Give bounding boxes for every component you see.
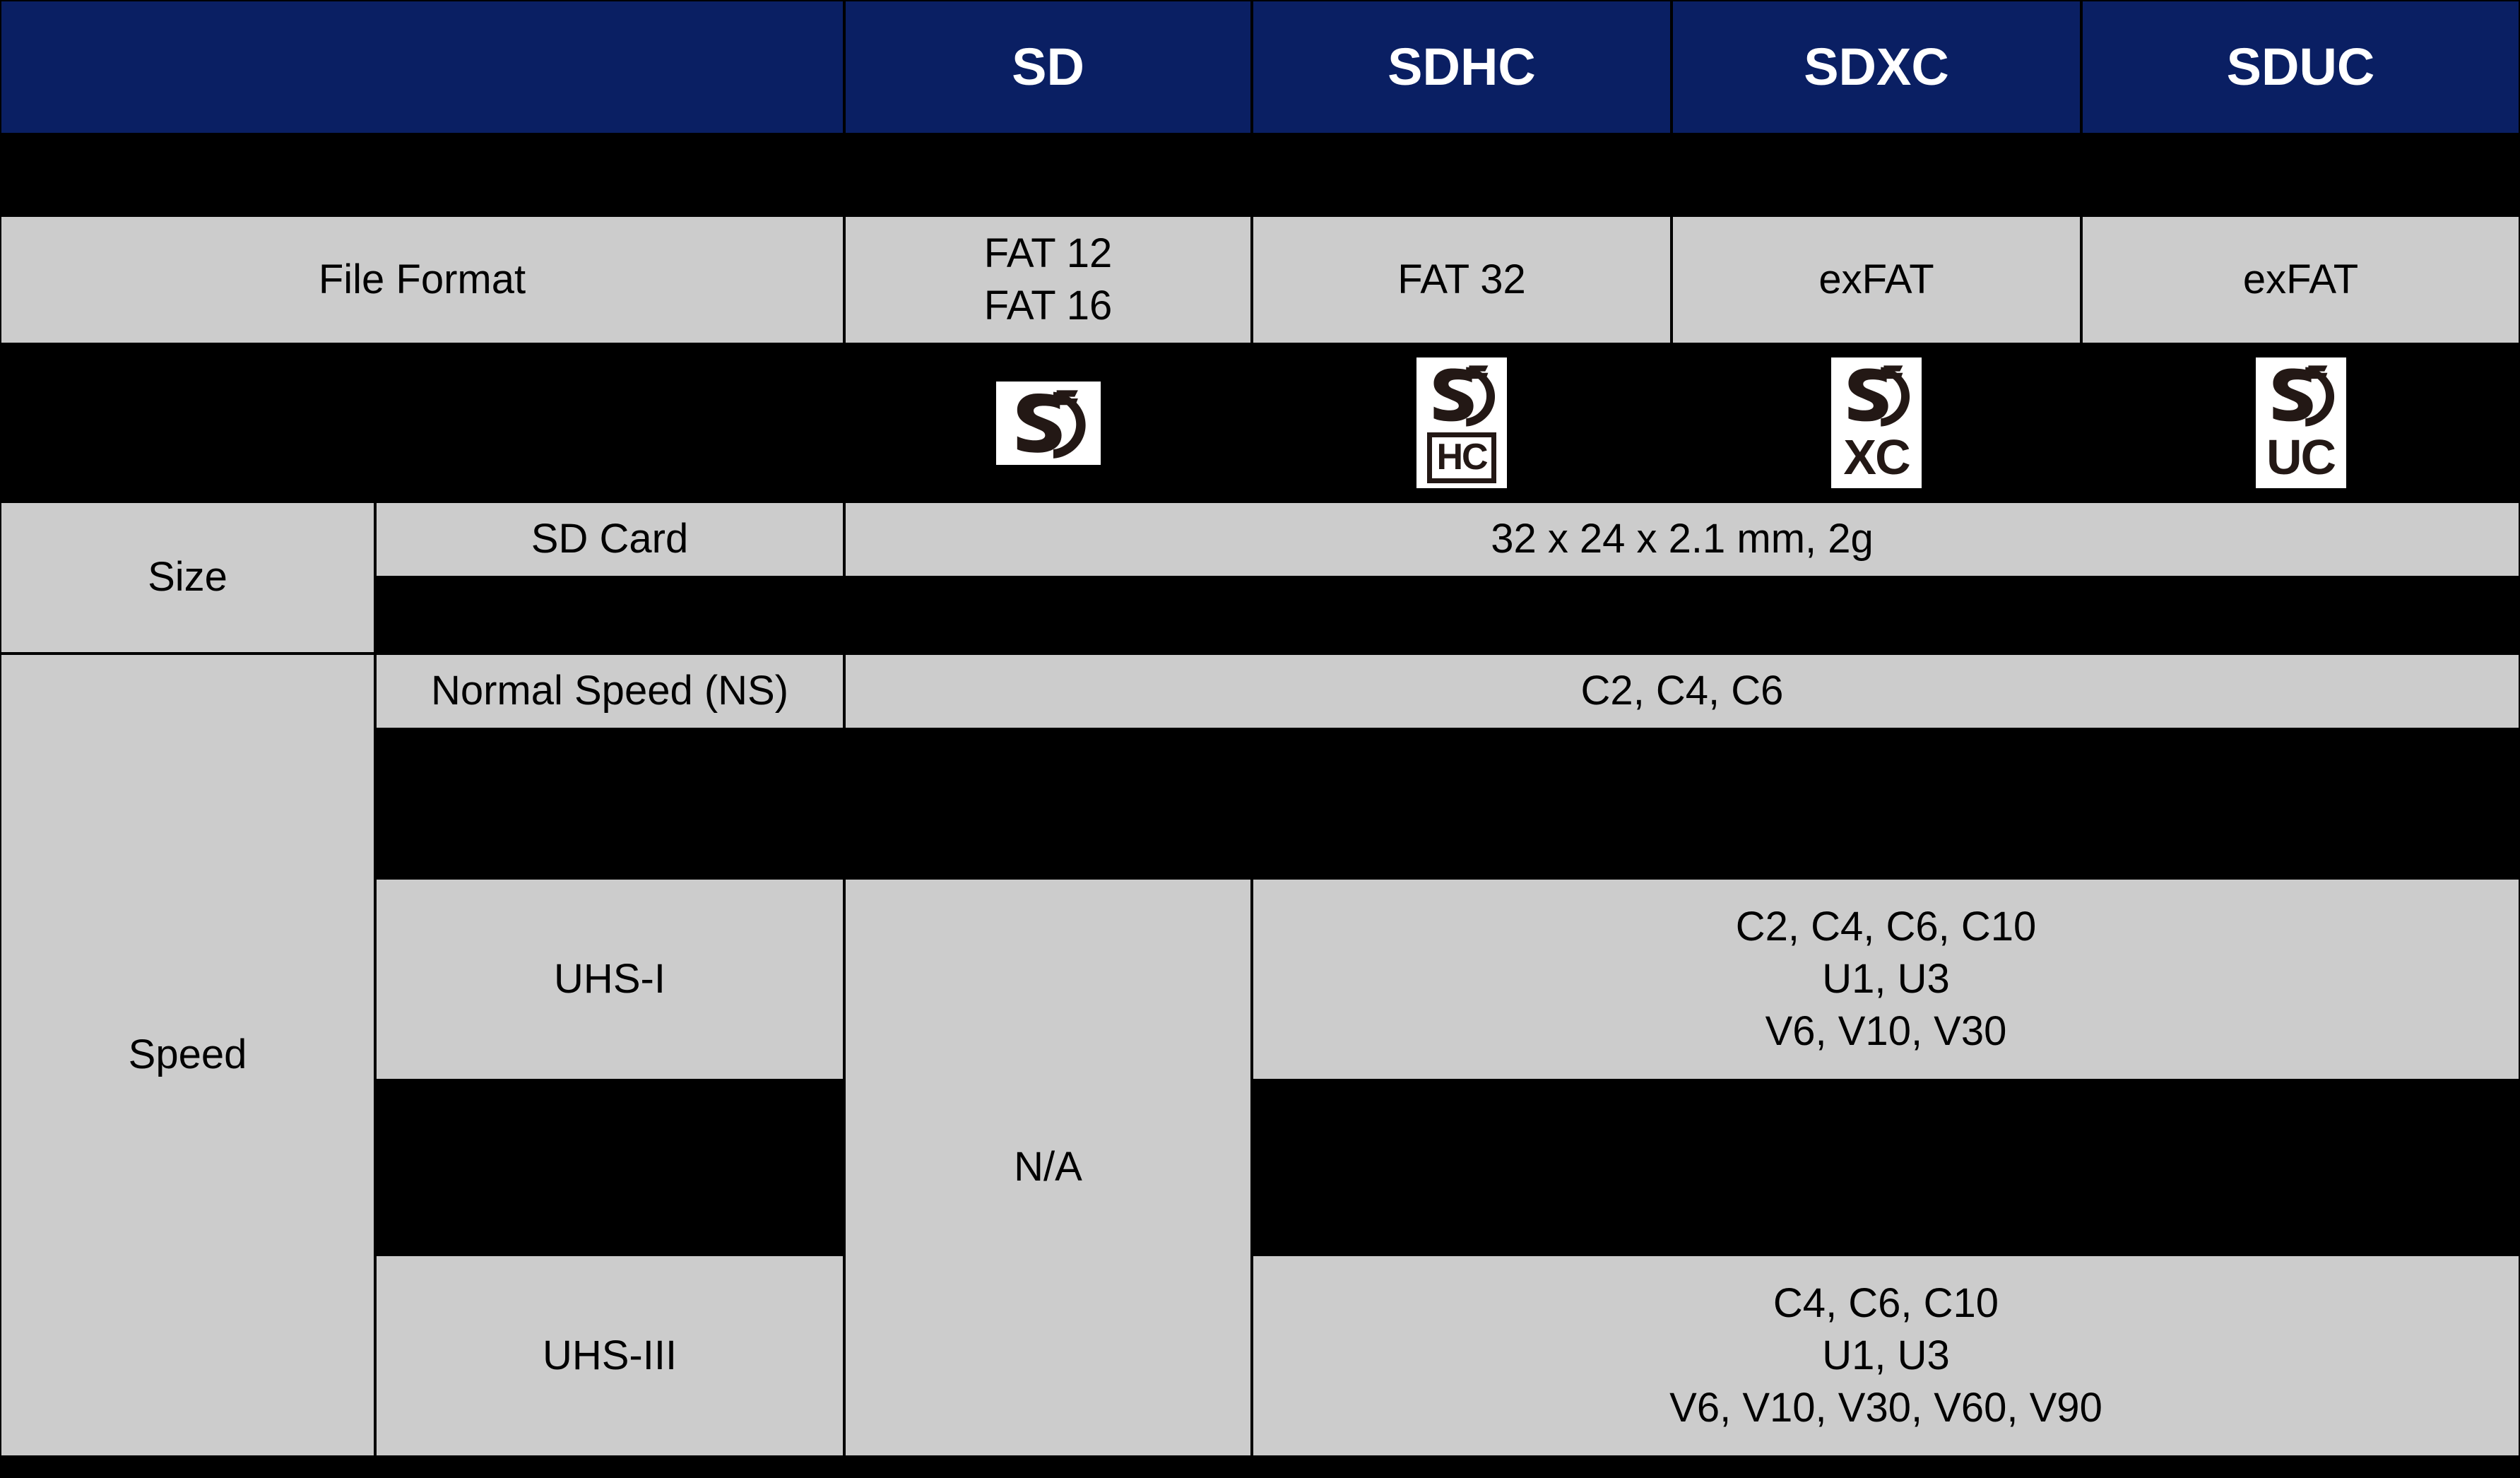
logo-cell-sd bbox=[844, 344, 1252, 502]
sdhc-logo-suffix: HC bbox=[1427, 432, 1496, 483]
sd-logo bbox=[995, 381, 1101, 465]
file-format-value-sdhc: FAT 32 bbox=[1252, 215, 1672, 344]
uhs-iii-value-rest: C4, C6, C10 U1, U3 V6, V10, V30, V60, V9… bbox=[1252, 1255, 2520, 1457]
sdxc-logo-suffix: XC bbox=[1843, 430, 1910, 485]
row-sublabel-uhs-i: UHS-I bbox=[375, 878, 844, 1080]
header-corner-cell bbox=[0, 0, 844, 134]
logo-cell-sduc: UC bbox=[2081, 344, 2520, 502]
row-sublabel-uhs-iii: UHS-III bbox=[375, 1255, 844, 1457]
header-column-sd: SD bbox=[844, 0, 1252, 134]
size-value-all: 32 x 24 x 2.1 mm, 2g bbox=[844, 502, 2520, 577]
row-label-size: Size bbox=[0, 502, 375, 654]
header-column-sdxc: SDXC bbox=[1672, 0, 2081, 134]
sdxc-logo: XC bbox=[1831, 357, 1922, 488]
file-format-value-sd: FAT 12 FAT 16 bbox=[844, 215, 1252, 344]
row-sublabel-sd-card: SD Card bbox=[375, 502, 844, 577]
logo-cell-sdxc: XC bbox=[1672, 344, 2081, 502]
logo-cell-sdhc: HC bbox=[1252, 344, 1672, 502]
row-sublabel-normal-speed: Normal Speed (NS) bbox=[375, 654, 844, 729]
file-format-value-sduc: exFAT bbox=[2081, 215, 2520, 344]
uhs-i-value-rest: C2, C4, C6, C10 U1, U3 V6, V10, V30 bbox=[1252, 878, 2520, 1080]
row-label-file-format: File Format bbox=[0, 215, 844, 344]
header-column-sduc: SDUC bbox=[2081, 0, 2520, 134]
sduc-logo-suffix: UC bbox=[2266, 430, 2336, 485]
header-column-sdhc: SDHC bbox=[1252, 0, 1672, 134]
sduc-logo: UC bbox=[2255, 357, 2346, 488]
normal-speed-value-all: C2, C4, C6 bbox=[844, 654, 2520, 729]
sdhc-logo: HC bbox=[1416, 357, 1507, 488]
uhs-i-value-sd: N/A bbox=[844, 878, 1252, 1457]
row-label-speed: Speed bbox=[0, 654, 375, 1457]
file-format-value-sdxc: exFAT bbox=[1672, 215, 2081, 344]
